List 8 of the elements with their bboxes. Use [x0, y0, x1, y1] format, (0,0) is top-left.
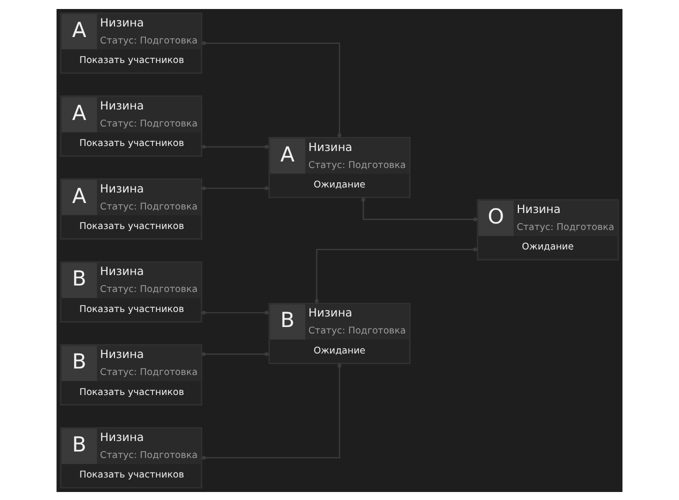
connector: [200, 40, 342, 138]
connector: [200, 186, 270, 190]
connector: [200, 144, 270, 149]
connector: [200, 310, 270, 314]
connector: [314, 246, 478, 304]
connector: [200, 362, 342, 460]
connector: [361, 196, 478, 222]
connector: [200, 351, 270, 356]
